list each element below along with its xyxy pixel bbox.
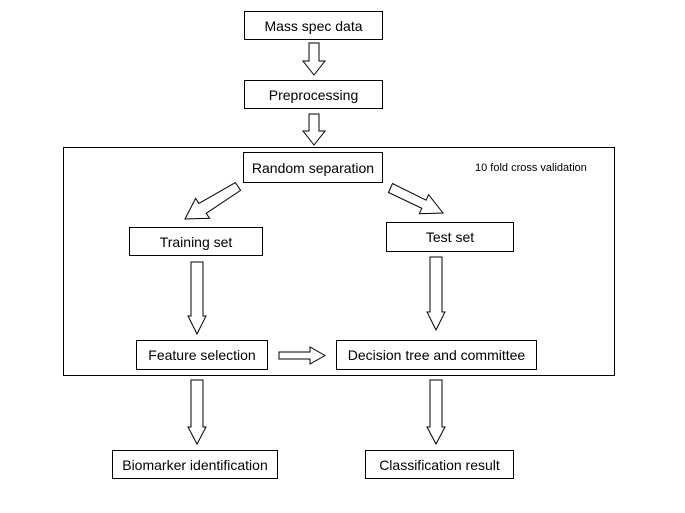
diagonal-arrow-right — [387, 182, 445, 215]
down-arrow-5 — [187, 379, 207, 446]
cross-validation-frame — [63, 147, 615, 376]
preprocessing-box: Preprocessing — [244, 80, 383, 109]
classification-result-box: Classification result — [365, 450, 514, 479]
random-separation-box: Random separation — [243, 152, 383, 183]
mass-spec-data-box: Mass spec data — [244, 11, 383, 40]
feature-selection-box: Feature selection — [136, 340, 268, 370]
down-arrow-1 — [301, 42, 327, 76]
training-set-box: Training set — [129, 227, 263, 256]
cross-validation-label: 10 fold cross validation — [475, 162, 587, 174]
biomarker-identification-box: Biomarker identification — [112, 450, 278, 479]
test-set-box: Test set — [386, 222, 514, 252]
diagonal-arrow-left — [184, 181, 242, 220]
decision-tree-box: Decision tree and committee — [336, 340, 537, 370]
right-arrow — [278, 346, 327, 365]
down-arrow-4 — [426, 256, 446, 332]
down-arrow-2 — [301, 113, 327, 146]
down-arrow-6 — [426, 379, 446, 446]
down-arrow-3 — [187, 261, 207, 336]
